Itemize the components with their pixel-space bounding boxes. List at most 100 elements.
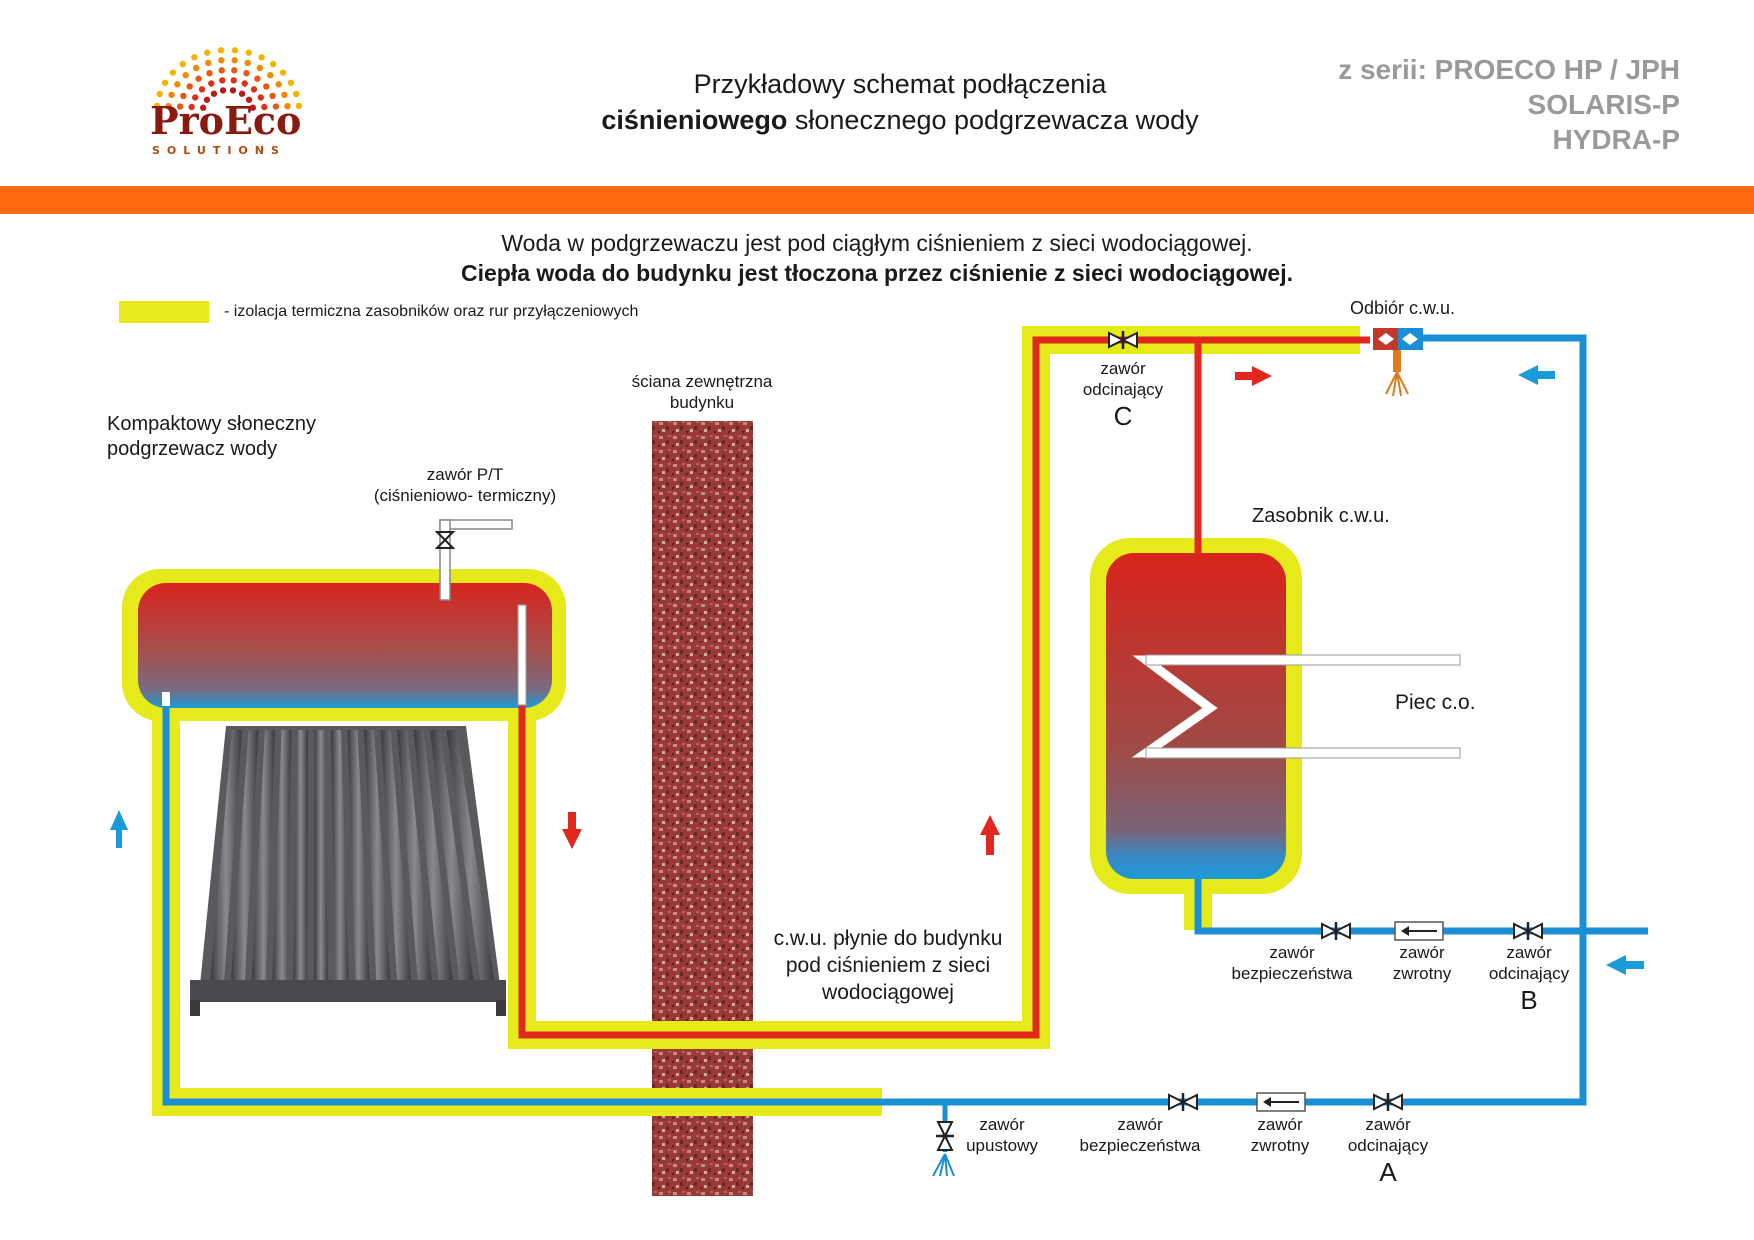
pt-valve-label-line2: (ciśnieniowo- termiczny) (373, 486, 557, 505)
draw-off-tap (1373, 328, 1423, 397)
flow-note-line2: pod ciśnieniem z sieci (785, 954, 991, 977)
heater-tank-insulation (122, 569, 566, 721)
b-safety-valve-label: zawór bezpieczeństwa (1212, 942, 1372, 984)
subtitle-line1: Woda w podgrzewaczu jest pod ciągłym ciś… (501, 230, 1253, 256)
wall-label-line1: ściana zewnętrzna (631, 372, 773, 391)
collector-tube (230, 730, 259, 982)
valve-c-label-line1: zawór (1100, 359, 1146, 378)
logo-dot (192, 94, 199, 101)
valve-c-label-line2: odcinający (1082, 380, 1164, 399)
subtitle: Woda w podgrzewaczu jest pod ciągłym ciś… (200, 228, 1554, 288)
a-shutoff-valve-label: zawór odcinający A (1335, 1114, 1441, 1188)
logo-dot (258, 54, 265, 61)
b-shutoff-valve-label-line1: zawór (1506, 943, 1552, 962)
logo-dot (176, 103, 184, 110)
a-safety-valve-label-line2: bezpieczeństwa (1079, 1136, 1201, 1155)
logo-dot (168, 91, 175, 99)
logo-dot (191, 54, 198, 61)
logo-dot (256, 64, 264, 72)
draw-off-label: Odbiór c.w.u. (1350, 298, 1456, 318)
logo-dot (219, 87, 227, 94)
header-title: Przykładowy schemat podłączenia ciśnieni… (500, 66, 1300, 138)
drain-valve (932, 1102, 955, 1177)
logo-dot (204, 49, 211, 56)
a-safety-valve-label-line1: zawór (1117, 1115, 1163, 1134)
collector-tube (397, 730, 432, 982)
heater-label: Kompaktowy słoneczny podgrzewacz wody (107, 412, 316, 462)
pt-valve-label-line1: zawór P/T (426, 465, 504, 484)
logo-dot (219, 77, 226, 84)
b-safety-valve-label-line1: zawór (1269, 943, 1315, 962)
a-letter: A (1379, 1157, 1397, 1187)
logo-dot (153, 102, 161, 110)
logo-dot (198, 86, 206, 93)
logo-dot (231, 47, 239, 54)
logo-dot (261, 103, 268, 111)
check-valve-b (1394, 921, 1444, 941)
b-letter: B (1520, 985, 1538, 1015)
logo-dot (179, 60, 186, 68)
logo-dot (257, 94, 264, 101)
solar-collector (190, 726, 506, 1016)
logo-dot (238, 90, 246, 97)
logo-sunburst (153, 47, 303, 111)
logo-dot (169, 69, 177, 76)
collector-tube (293, 730, 308, 982)
logo-dot (295, 102, 303, 110)
header-title-line1: Przykładowy schemat podłączenia (693, 69, 1107, 99)
heater-label-line1: Kompaktowy słoneczny (107, 413, 316, 435)
flow-note-line3: wodociągowej (822, 981, 954, 1004)
logo-dot (279, 69, 287, 76)
valve-c (1108, 331, 1138, 349)
legend-insulation-label: - izolacja termiczna zasobników oraz rur… (224, 303, 639, 320)
logo-dot (250, 86, 258, 93)
subtitle-line2: Ciepła woda do budynku jest tłoczona prz… (461, 260, 1293, 286)
b-check-valve-label-line1: zawór (1399, 943, 1445, 962)
check-valve-a (1256, 1092, 1306, 1112)
storage-tank (1106, 553, 1286, 879)
collector-tube (413, 730, 453, 982)
a-check-valve-label: zawór zwrotny (1230, 1114, 1330, 1156)
series-line1: z serii: PROECO HP / JPH (1338, 54, 1680, 85)
collector-tube (364, 730, 391, 982)
wall-label-line2: budynku (669, 393, 735, 412)
logo-dot (195, 75, 202, 82)
logo-dot (231, 57, 238, 64)
storage-tank-label: Zasobnik c.w.u. (1252, 505, 1390, 527)
logo-dot (186, 83, 193, 90)
boiler-label: Piec c.o. (1395, 691, 1476, 714)
logo-dot (269, 92, 276, 100)
logo-dot (293, 90, 300, 98)
logo-dot (270, 60, 277, 68)
logo-dot (165, 102, 172, 110)
collector-tube (446, 730, 495, 982)
pt-valve-label: zawór P/T (ciśnieniowo- termiczny) (350, 464, 580, 506)
logo-dot (203, 96, 211, 103)
valve-c-label: zawór odcinający C (1053, 358, 1193, 432)
a-check-valve-label-line2: zwrotny (1250, 1136, 1310, 1155)
a-check-valve-label-line1: zawór (1257, 1115, 1303, 1134)
collector-tube (430, 730, 474, 982)
series-line2: SOLARIS-P (1527, 89, 1680, 120)
header-accent-bar (0, 186, 1754, 214)
logo-dot (208, 80, 215, 87)
logo-subtitle: SOLUTIONS (152, 144, 286, 157)
b-check-valve-label-line2: zwrotny (1392, 964, 1452, 983)
b-safety-valve-label-line2: bezpieczeństwa (1231, 964, 1353, 983)
logo-dot (217, 47, 225, 54)
wall-label: ściana zewnętrzna budynku (602, 371, 802, 413)
logo-dot (218, 67, 225, 74)
collector-tube (251, 730, 275, 982)
header-title-rest: słonecznego podgrzewacza wody (787, 105, 1199, 135)
logo-dot (206, 69, 213, 77)
logo-dot (230, 77, 237, 84)
logo-dot (218, 57, 225, 64)
logo-dot (244, 59, 251, 67)
logo-dot (205, 59, 212, 67)
logo-dot (281, 91, 288, 99)
valve-c-letter: C (1113, 401, 1133, 431)
b-shutoff-valve-label-line2: odcinający (1488, 964, 1570, 983)
logo-dot (267, 72, 274, 79)
drain-valve-label-line1: zawór (979, 1115, 1025, 1134)
storage-tank-insulation (1090, 538, 1302, 894)
